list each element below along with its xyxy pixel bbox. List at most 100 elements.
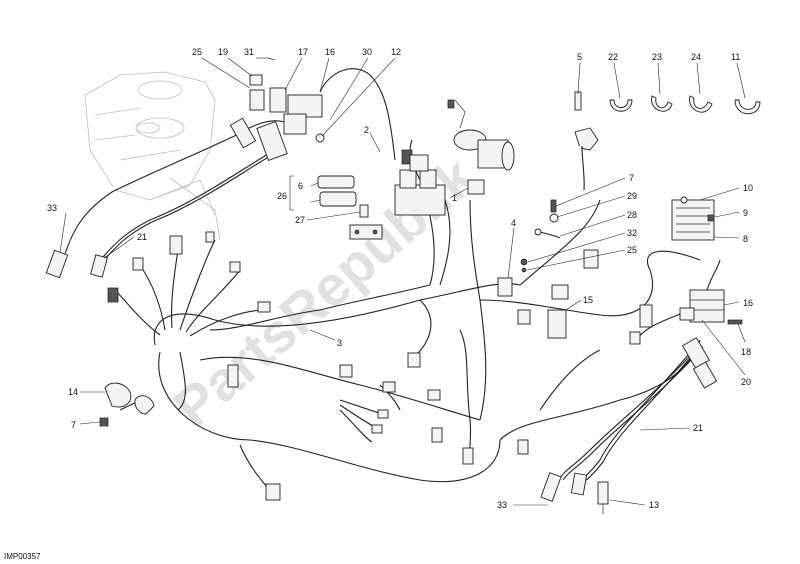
connector-block-m: [227, 364, 239, 388]
ignition-coil-top: [244, 68, 396, 161]
main-harness: [119, 139, 701, 501]
callout-32: 32: [627, 228, 637, 238]
starter-solenoid: [447, 99, 515, 171]
callout-21b: 21: [693, 423, 703, 433]
callout-28: 28: [627, 210, 637, 220]
relay-a: [399, 169, 417, 189]
connector-15a: [551, 284, 569, 300]
callout-2: 2: [364, 125, 369, 135]
callout-3: 3: [337, 338, 342, 348]
connector-25b: [583, 249, 599, 269]
callout-33: 33: [47, 203, 57, 213]
connector-right-b: [639, 304, 653, 328]
regulator-body: [671, 199, 715, 241]
left-branch-wires: [107, 231, 271, 337]
callout-25b: 25: [627, 245, 637, 255]
regulator-screw-9: [707, 214, 715, 222]
ht-leads-right: [540, 337, 718, 514]
fuse-box-base: [394, 184, 446, 216]
callout-6: 6: [298, 181, 303, 191]
coil-tab-right: [679, 307, 695, 321]
callout-labels: 25 19 31 17 16 30 12 5 22 23 24 11 2 6 2…: [47, 47, 753, 510]
ground-lead-5: [574, 91, 599, 191]
connector-block-d: [257, 301, 271, 313]
lead-28: [539, 231, 561, 239]
screw-7: [550, 199, 557, 213]
callout-4: 4: [511, 218, 516, 228]
clamp-24: [689, 95, 713, 113]
mid-right-connectors: [497, 199, 599, 339]
relay-e: [467, 179, 485, 195]
coil-body-right: [689, 289, 725, 323]
group-bracket-26: [289, 175, 294, 211]
screw-7b: [99, 417, 109, 427]
callout-7: 7: [629, 173, 634, 183]
spark-boot-right-b: [692, 361, 718, 389]
callout-19: 19: [218, 47, 228, 57]
ht-leads-left: [45, 117, 288, 279]
connector-block-e: [229, 261, 241, 273]
connector-15b: [547, 309, 567, 339]
callout-25: 25: [192, 47, 202, 57]
spark-cap-33: [540, 472, 562, 502]
leader-lines: [59, 57, 746, 506]
callout-10: 10: [743, 183, 753, 193]
screw-31: [267, 57, 276, 61]
relay-b: [419, 169, 437, 189]
connector-block-h: [377, 409, 389, 419]
callout-21: 21: [137, 232, 147, 242]
bolt-18: [727, 319, 743, 325]
lower-left-parts: [99, 382, 281, 501]
callout-5: 5: [577, 52, 582, 62]
connector-mid: [517, 309, 531, 325]
airbox-ghost-outline: [84, 71, 221, 241]
bracket-25: [249, 89, 265, 111]
clamp-23: [651, 95, 673, 112]
callout-23: 23: [652, 52, 662, 62]
connector-block-b: [107, 287, 119, 303]
fuse-carrier-26: [319, 191, 357, 207]
callout-11: 11: [731, 52, 740, 62]
callout-7b: 7: [71, 420, 76, 430]
callout-30: 30: [362, 47, 372, 57]
callout-13: 13: [649, 500, 659, 510]
connector-block-p: [517, 439, 529, 455]
fuse-clip-27: [359, 204, 369, 218]
spark-cap-b: [570, 472, 588, 496]
callout-22: 22: [608, 52, 618, 62]
connector-block-f: [205, 231, 215, 243]
connector-block-c: [132, 257, 144, 271]
connector-block-i: [371, 424, 383, 434]
callout-26: 26: [277, 191, 287, 201]
callout-18: 18: [741, 347, 751, 357]
clamp-22: [609, 99, 633, 112]
callout-27: 27: [295, 215, 305, 225]
horn-bracket: [134, 395, 155, 415]
connector-block-a: [169, 235, 183, 255]
connector-block-k: [427, 389, 441, 401]
voltage-regulator: [671, 196, 715, 241]
connector-block-n: [431, 427, 443, 443]
callout-17: 17: [298, 47, 308, 57]
callout-16: 16: [325, 47, 335, 57]
fuse-carriers: [317, 175, 383, 240]
connector-block-g: [382, 381, 396, 393]
callout-15: 15: [583, 295, 593, 305]
callout-24: 24: [691, 52, 701, 62]
connector-block-o: [462, 447, 474, 465]
top-small-parts: [249, 57, 287, 113]
relay-d: [409, 154, 429, 172]
diagram-code: IMP00357: [4, 552, 41, 561]
callout-29: 29: [627, 191, 637, 201]
center-connectors: [227, 352, 529, 465]
washer-29: [549, 213, 559, 223]
connector-block-l: [339, 364, 353, 378]
clamp-11: [734, 99, 761, 115]
fastener-5: [574, 91, 582, 111]
callout-31: 31: [244, 47, 254, 57]
nut-25b: [521, 267, 527, 273]
callout-9: 9: [743, 208, 748, 218]
connector-right-a: [629, 331, 641, 345]
callout-16b: 16: [743, 298, 753, 308]
